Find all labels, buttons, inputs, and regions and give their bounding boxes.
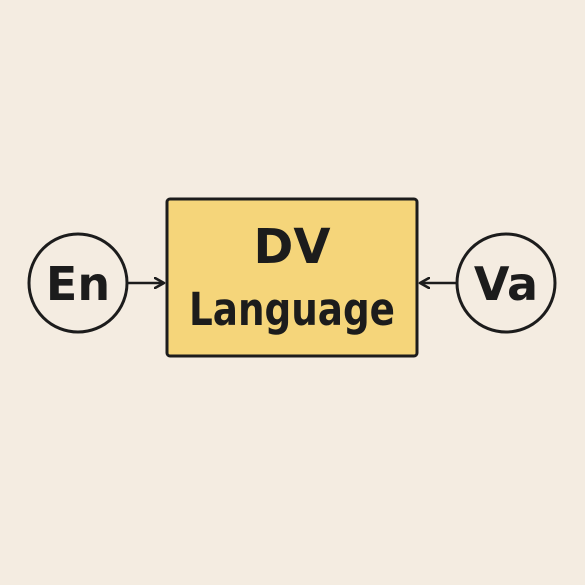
center-box: DV Language	[165, 197, 419, 358]
right-node-label: Va	[474, 257, 538, 311]
center-box-rect	[165, 197, 419, 358]
center-box-title-line1: DV	[254, 219, 331, 275]
center-box-title-line2: Language	[189, 283, 395, 336]
right-node: Va	[455, 232, 557, 334]
left-node-circle	[27, 232, 129, 334]
right-node-circle	[455, 232, 557, 334]
left-node: En	[27, 232, 129, 334]
left-node-label: En	[46, 257, 110, 311]
